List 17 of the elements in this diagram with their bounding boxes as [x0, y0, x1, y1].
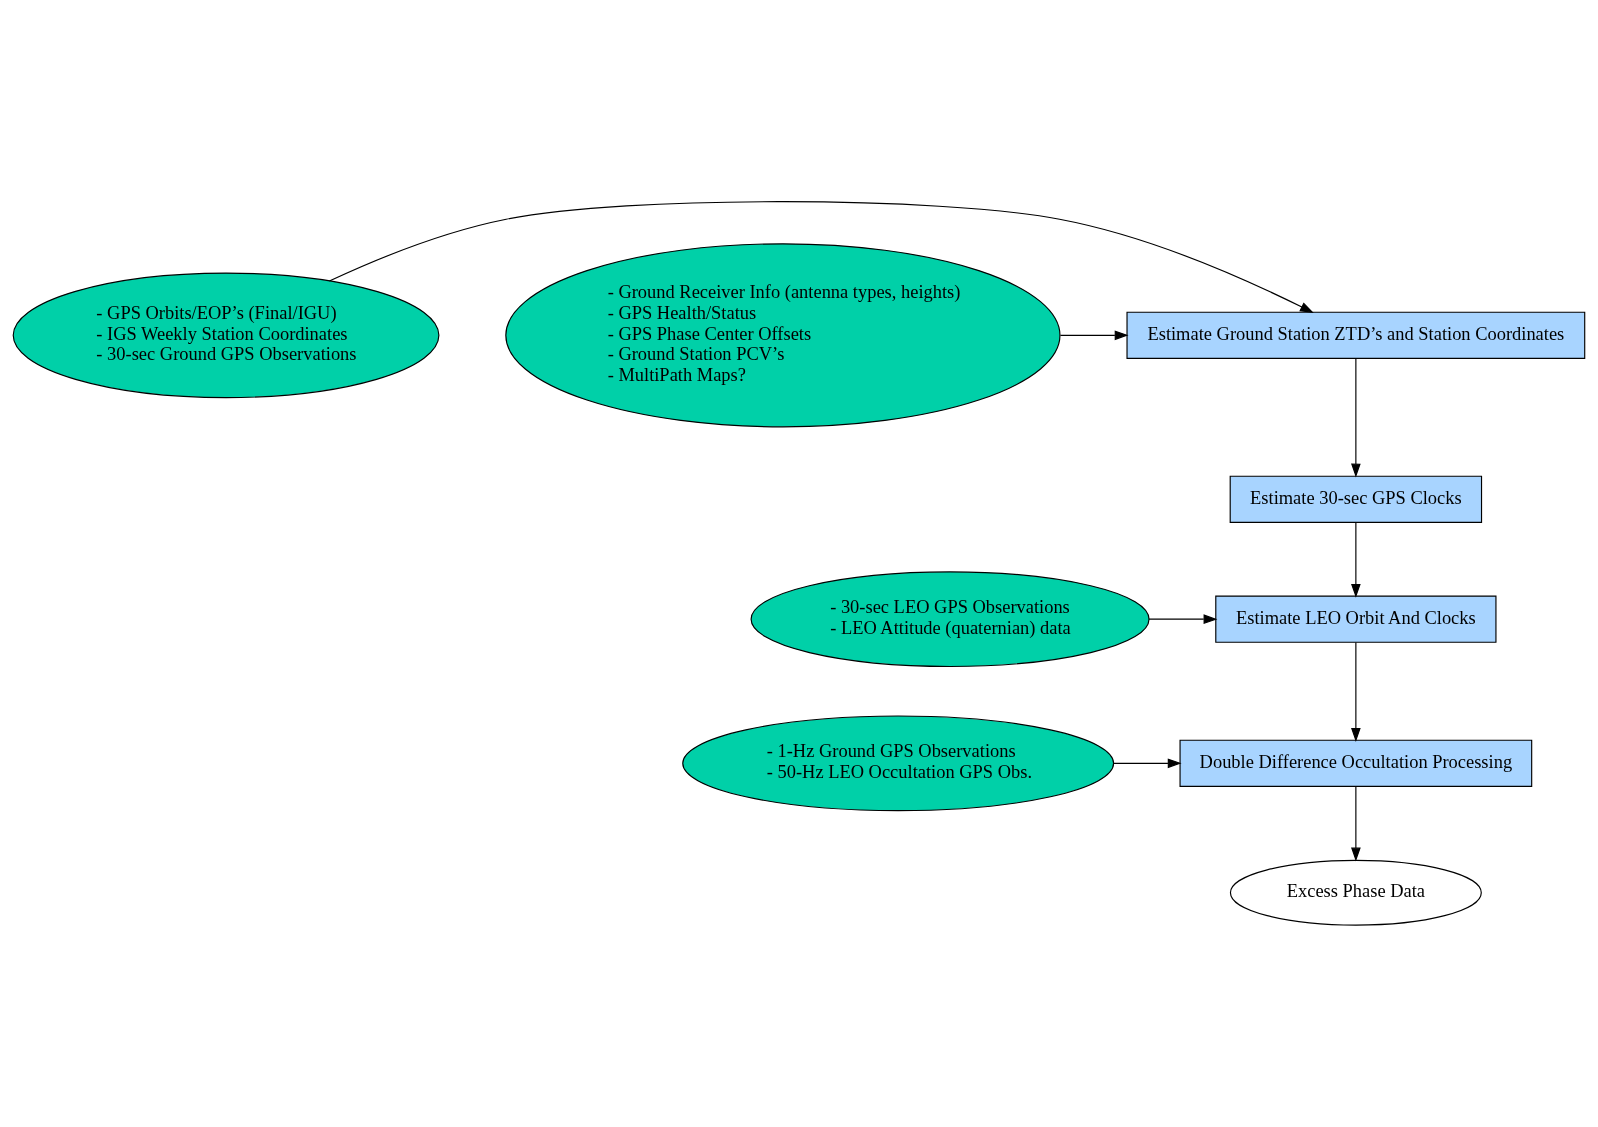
node-box: Estimate 30-sec GPS Clocks — [1229, 475, 1483, 523]
node-ellipse: Excess Phase Data — [1229, 859, 1482, 926]
arrow — [1351, 521, 1361, 598]
node-box: Double Difference Occultation Processing — [1179, 739, 1533, 787]
arrow — [1351, 786, 1361, 862]
arrow — [1059, 330, 1129, 341]
arrow — [1351, 641, 1361, 742]
node-ellipse: - 30-sec LEO GPS Observations - LEO Attitude (quaternian) data — [750, 571, 1150, 668]
arrow — [1148, 614, 1218, 625]
node-ellipse: - 1-Hz Ground GPS Observations - 50-Hz LEO Occultation GPS Obs. — [682, 715, 1115, 812]
node-ellipse: - GPS Orbits/EOP’s (Final/IGU) - IGS Weekly Station Coordinates - 30-sec Ground GPS Observations — [12, 272, 440, 399]
node-box: Estimate LEO Orbit And Clocks — [1215, 595, 1497, 643]
node-box: Estimate Ground Station ZTD’s and Station Coordinates — [1126, 311, 1586, 359]
arrow — [1113, 758, 1182, 769]
arrow — [328, 201, 1314, 313]
node-ellipse: - Ground Receiver Info (antenna types, heights) - GPS Health/Status - GPS Phase Center Offsets - Ground Station PCV’s - MultiPath Maps? — [505, 243, 1061, 428]
arrow — [1351, 358, 1361, 478]
